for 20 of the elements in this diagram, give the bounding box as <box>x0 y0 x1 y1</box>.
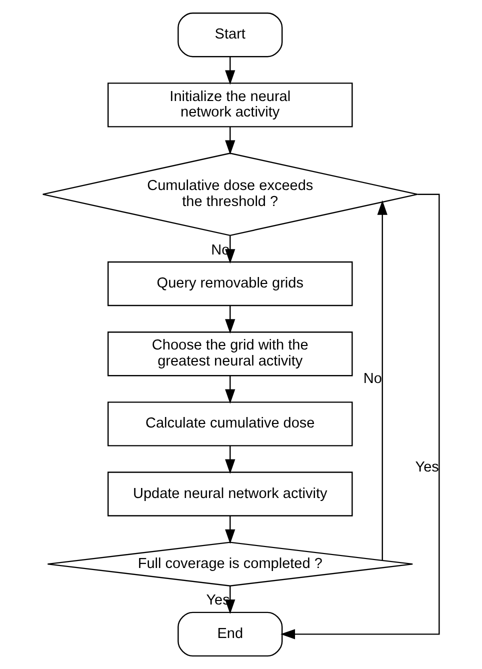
arrow <box>280 194 440 640</box>
node-box: Update neural network activity <box>107 472 353 516</box>
node-box: Initialize the neural network activity <box>107 82 353 128</box>
node-box: Start <box>178 12 283 58</box>
arrow <box>225 56 236 85</box>
edge-label: Yes <box>415 460 439 476</box>
node-box: Calculate cumulative dose <box>107 402 353 446</box>
node-diamond: Full coverage is completed ? <box>47 542 414 586</box>
arrow <box>377 200 388 560</box>
node-box: Choose the grid with the greatest neural activity <box>107 331 353 376</box>
node-diamond: Cumulative dose exceeds the threshold ? <box>42 152 418 236</box>
node-box: End <box>178 612 283 657</box>
arrow <box>225 127 236 155</box>
arrow <box>225 376 236 404</box>
arrow <box>225 516 236 544</box>
edge-label: No <box>363 371 382 388</box>
arrow <box>225 306 236 334</box>
arrow <box>225 236 236 264</box>
arrow <box>225 446 236 474</box>
node-box: Query removable grids <box>107 261 353 306</box>
